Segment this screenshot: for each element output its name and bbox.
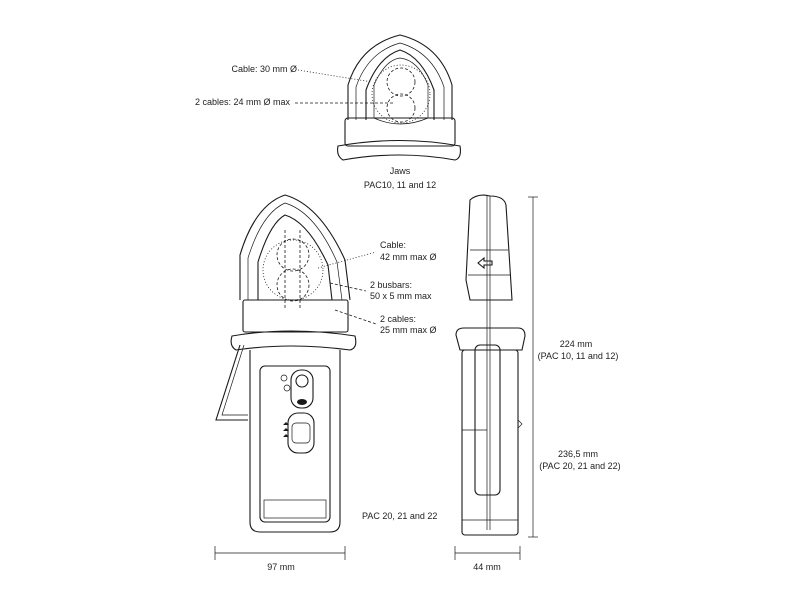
side-depth: 44 mm bbox=[473, 562, 501, 572]
front-view-drawing bbox=[215, 194, 377, 533]
side-view-drawing bbox=[455, 194, 526, 536]
front-models: PAC 20, 21 and 22 bbox=[362, 511, 437, 521]
dimension-lines bbox=[214, 196, 538, 560]
side-height-b: 236,5 mm bbox=[558, 449, 598, 459]
side-height-b-models: (PAC 20, 21 and 22) bbox=[539, 461, 620, 471]
front-cable-value: 42 mm max Ø bbox=[380, 252, 437, 262]
jaws-drawing bbox=[295, 34, 461, 161]
jaws-title: Jaws bbox=[390, 166, 411, 176]
side-height-a: 224 mm bbox=[560, 339, 593, 349]
front-cables-label: 2 cables: bbox=[380, 314, 416, 324]
front-width: 97 mm bbox=[267, 562, 295, 572]
jaws-models: PAC10, 11 and 12 bbox=[364, 180, 436, 190]
front-cable-label: Cable: bbox=[380, 240, 406, 250]
jaws-two-cables-label: 2 cables: 24 mm Ø max bbox=[195, 97, 291, 107]
side-height-a-models: (PAC 10, 11 and 12) bbox=[538, 351, 619, 361]
jaws-cable-label: Cable: 30 mm Ø bbox=[231, 64, 297, 74]
front-busbars-value: 50 x 5 mm max bbox=[370, 291, 432, 301]
front-cables-value: 25 mm max Ø bbox=[380, 325, 437, 335]
front-busbars-label: 2 busbars: bbox=[370, 280, 412, 290]
